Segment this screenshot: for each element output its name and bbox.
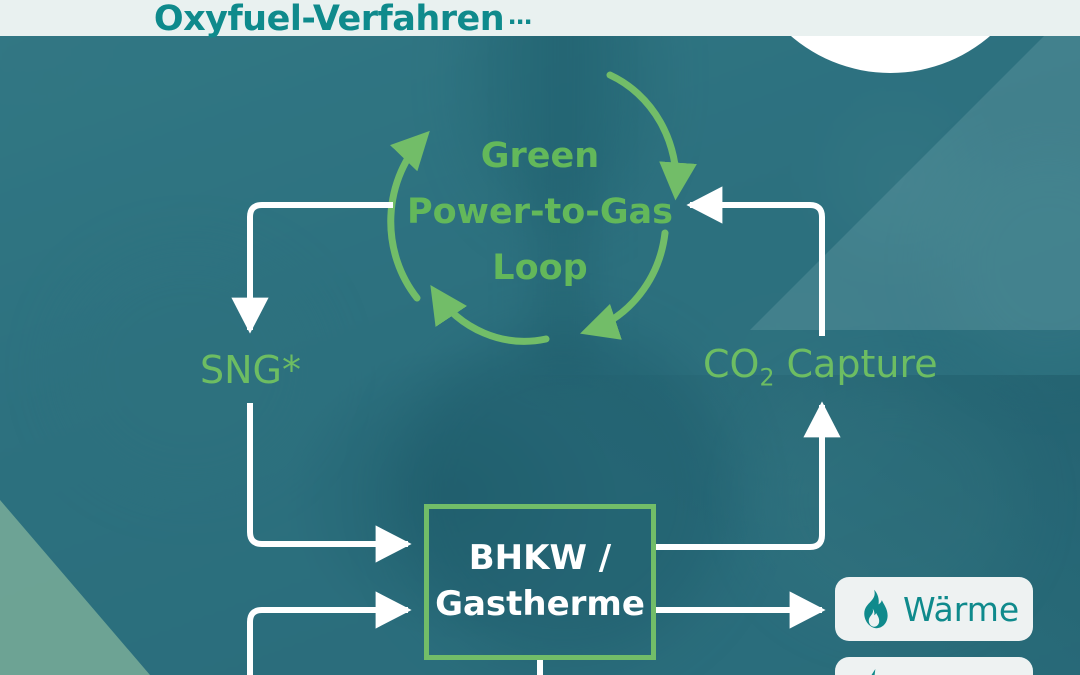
arrow-co2-to-loop xyxy=(686,186,825,336)
output-badge-label-waerme: Wärme xyxy=(903,589,1020,629)
title-pill: Oxyfuel-Verfahren … xyxy=(0,0,712,36)
title-ellipsis: … xyxy=(508,2,533,30)
arrow-sng-to-bhkw xyxy=(247,403,412,563)
loop-label-line3: Loop xyxy=(492,248,588,288)
background-blur-left xyxy=(60,250,320,490)
co2-prefix: CO xyxy=(703,342,760,386)
page-title: Oxyfuel-Verfahren xyxy=(153,0,505,39)
node-label-sng: SNG* xyxy=(200,348,301,392)
arrow-loop-to-sng xyxy=(231,202,393,334)
output-badge-strom[interactable] xyxy=(835,657,1033,675)
node-bhkw-gastherme[interactable]: BHKW / Gastherme xyxy=(424,504,656,660)
flame-icon xyxy=(864,589,888,629)
bhkw-label-line1: BHKW / xyxy=(468,538,612,579)
node-label-co2-capture: CO2 Capture xyxy=(703,342,938,392)
co2-subscript: 2 xyxy=(759,363,775,392)
lightning-bolt-icon xyxy=(871,669,876,675)
circular-arrows-icon xyxy=(387,71,697,345)
loop-label-line2: Power-to-Gas xyxy=(406,192,674,232)
arrow-bhkw-to-co2 xyxy=(656,401,841,550)
output-badge-waerme[interactable]: Wärme xyxy=(835,577,1033,641)
bhkw-label-line2: Gastherme xyxy=(435,584,645,624)
co2-suffix: Capture xyxy=(774,342,938,386)
loop-label: Green Power-to-Gas Loop xyxy=(380,128,700,296)
flask-neck-blur xyxy=(470,0,650,220)
loop-label-line1: Green xyxy=(480,136,600,176)
arrow-secondary-to-bhkw xyxy=(247,591,412,675)
flask-body-blur xyxy=(400,330,730,660)
